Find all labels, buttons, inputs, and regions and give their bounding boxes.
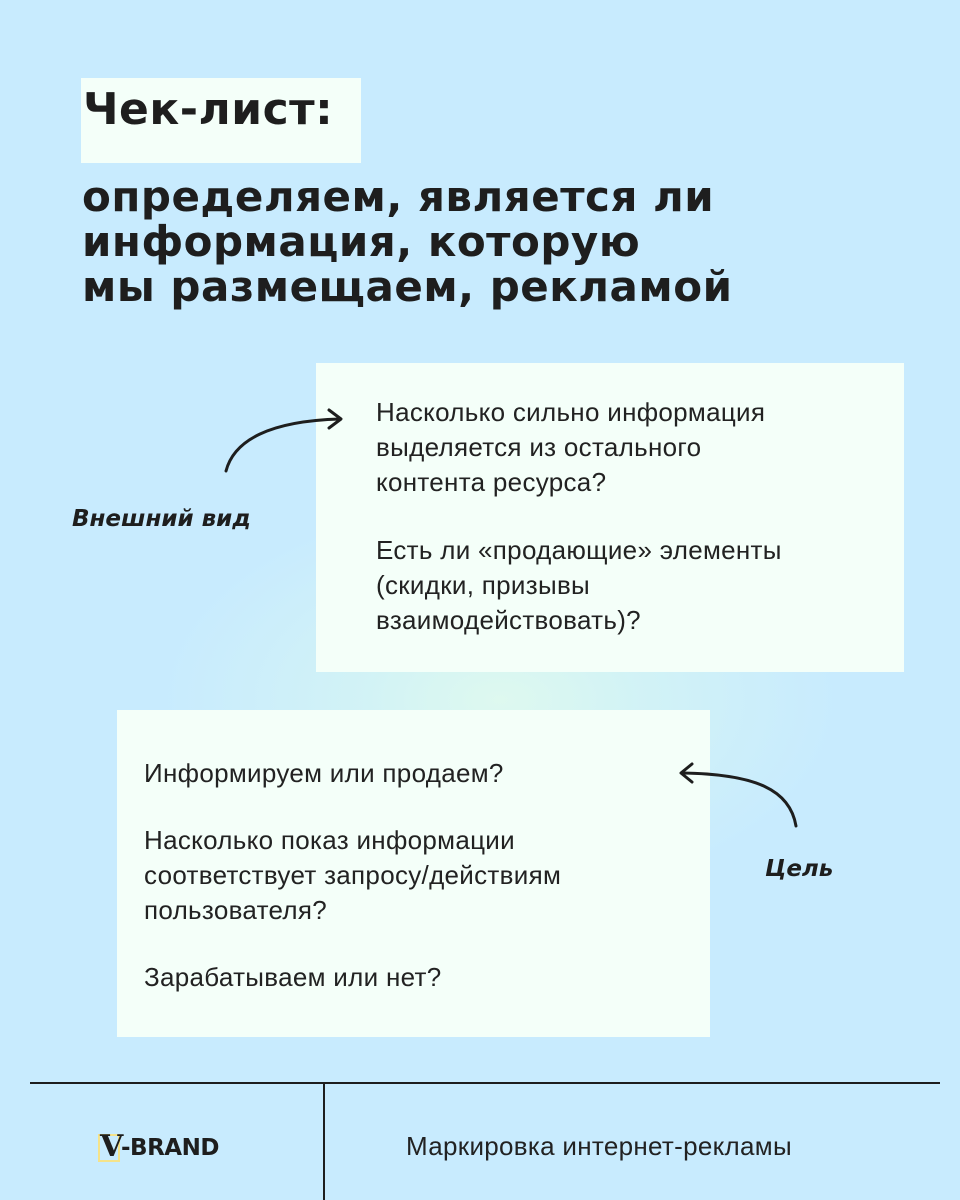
question-line: Информируем или продаем? [144, 758, 504, 788]
subtitle-line: мы размещаем, рекламой [82, 262, 733, 311]
question-line: Насколько сильно информация [376, 397, 766, 427]
question-line: Есть ли «продающие» элементы [376, 535, 782, 565]
question-item: Информируем или продаем? [144, 756, 504, 791]
page-title: Чек-лист: [83, 84, 334, 135]
question-item: Насколько сильно информация выделяется и… [376, 395, 765, 500]
title-highlight [81, 78, 361, 163]
question-line: (скидки, призывы [376, 570, 591, 600]
curved-arrow-left-icon [679, 762, 798, 828]
question-line: соответствует запросу/действиям [144, 860, 562, 890]
section-label-appearance: Внешний вид [72, 506, 251, 532]
page-subtitle: определяем, является ли информация, кото… [82, 174, 902, 309]
brand-logo: V -BRAND [98, 1130, 219, 1166]
section-label-goal: Цель [765, 856, 834, 882]
question-line: пользователя? [144, 895, 328, 925]
question-line: выделяется из остального [376, 432, 702, 462]
question-item: Зарабатываем или нет? [144, 960, 441, 995]
brand-name: -BRAND [121, 1135, 219, 1161]
footer-separator [323, 1083, 325, 1200]
subtitle-line: информация, которую [82, 217, 641, 266]
question-item: Насколько показ информации соответствует… [144, 823, 561, 928]
brand-mark-icon: V [98, 1130, 123, 1164]
question-item: Есть ли «продающие» элементы (скидки, пр… [376, 533, 782, 638]
appearance-card: Насколько сильно информация выделяется и… [316, 363, 904, 672]
subtitle-line: определяем, является ли [82, 172, 715, 221]
goal-card: Информируем или продаем? Насколько показ… [117, 710, 710, 1037]
question-line: контента ресурса? [376, 467, 607, 497]
question-line: Зарабатываем или нет? [144, 962, 442, 992]
curved-arrow-right-icon [224, 408, 343, 473]
question-line: Насколько показ информации [144, 825, 515, 855]
brand-mark-letter: V [100, 1129, 124, 1164]
question-line: взаимодействовать)? [376, 605, 641, 635]
footer-divider [30, 1082, 940, 1084]
footer-caption: Маркировка интернет-рекламы [406, 1131, 792, 1161]
